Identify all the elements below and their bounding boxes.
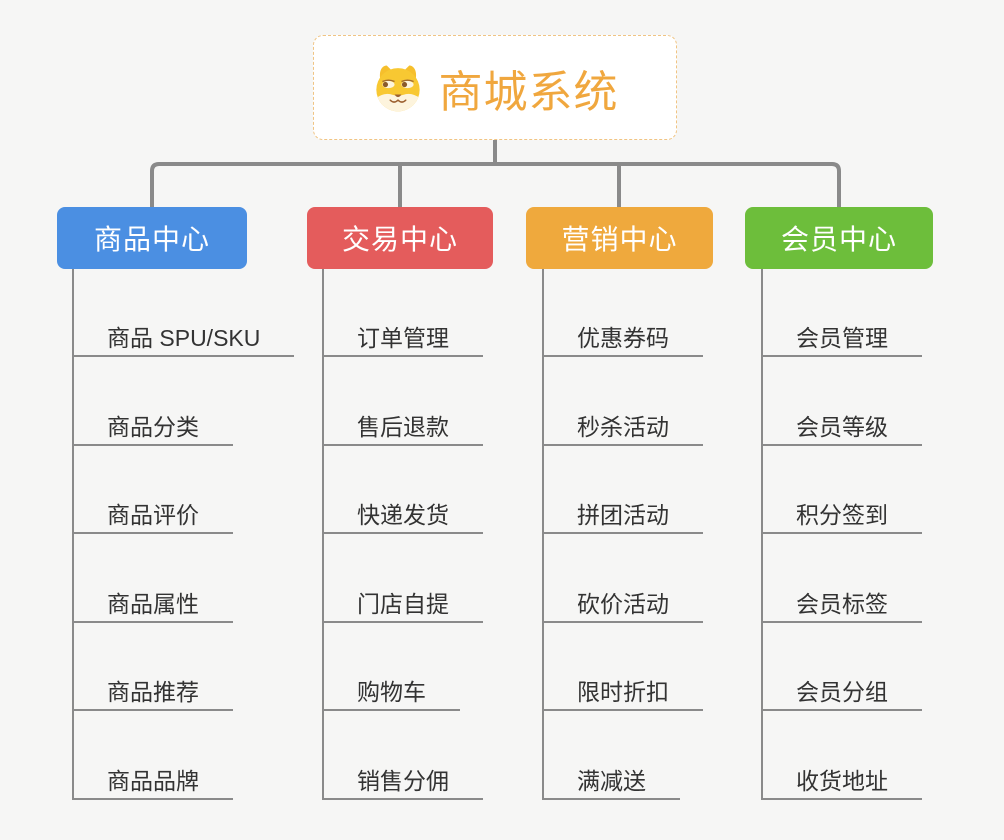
- leaf-item[interactable]: 商品 SPU/SKU: [73, 321, 295, 357]
- leaf-item[interactable]: 砍价活动: [543, 587, 703, 623]
- leaf-item[interactable]: 商品评价: [73, 498, 233, 534]
- leaf-item[interactable]: 积分签到: [762, 498, 922, 534]
- leaf-item[interactable]: 商品分类: [73, 410, 233, 446]
- leaf-column-member: 会员管理 会员等级 积分签到 会员标签 会员分组 收货地址: [762, 321, 922, 800]
- leaf-item[interactable]: 门店自提: [323, 587, 483, 623]
- leaf-item[interactable]: 会员等级: [762, 410, 922, 446]
- root-node[interactable]: 商城系统: [313, 35, 677, 140]
- leaf-item[interactable]: 秒杀活动: [543, 410, 703, 446]
- leaf-item[interactable]: 会员标签: [762, 587, 922, 623]
- leaf-item[interactable]: 订单管理: [323, 321, 483, 357]
- leaf-item[interactable]: 商品推荐: [73, 675, 233, 711]
- branch-node-trade-center[interactable]: 交易中心: [307, 207, 493, 269]
- branch-drop-line: [322, 269, 324, 800]
- leaf-item[interactable]: 商品品牌: [73, 764, 233, 800]
- leaf-item[interactable]: 会员分组: [762, 675, 922, 711]
- branch-drop-line: [542, 269, 544, 800]
- branch-label: 商品中心: [93, 224, 210, 255]
- leaf-item[interactable]: 商品属性: [73, 587, 233, 623]
- leaf-item[interactable]: 拼团活动: [543, 498, 703, 534]
- branch-label: 交易中心: [341, 224, 458, 255]
- leaf-item[interactable]: 会员管理: [762, 321, 922, 357]
- bracket-line: [150, 162, 841, 207]
- branch-label: 会员中心: [780, 224, 897, 255]
- branch-node-marketing-center[interactable]: 营销中心: [526, 207, 713, 269]
- leaf-item[interactable]: 优惠券码: [543, 321, 703, 357]
- shiba-dog-icon: [375, 64, 420, 111]
- leaf-item[interactable]: 限时折扣: [543, 675, 703, 711]
- leaf-item[interactable]: 售后退款: [323, 410, 483, 446]
- leaf-column-trade: 订单管理 售后退款 快递发货 门店自提 购物车 销售分佣: [323, 321, 483, 800]
- branch-node-member-center[interactable]: 会员中心: [745, 207, 933, 269]
- leaf-item[interactable]: 快递发货: [323, 498, 483, 534]
- leaf-column-product: 商品 SPU/SKU 商品分类 商品评价 商品属性 商品推荐 商品品牌: [73, 321, 295, 800]
- leaf-item[interactable]: 收货地址: [762, 764, 922, 800]
- branch-drop-line: [761, 269, 763, 800]
- leaf-column-marketing: 优惠券码 秒杀活动 拼团活动 砍价活动 限时折扣 满减送: [543, 321, 703, 800]
- branch-label: 营销中心: [561, 224, 678, 255]
- root-title: 商城系统: [438, 67, 619, 117]
- leaf-item[interactable]: 满减送: [543, 764, 680, 800]
- leaf-item[interactable]: 购物车: [323, 675, 460, 711]
- leaf-item[interactable]: 销售分佣: [323, 764, 483, 800]
- branch-drop-line: [72, 269, 74, 800]
- branch-node-product-center[interactable]: 商品中心: [57, 207, 247, 269]
